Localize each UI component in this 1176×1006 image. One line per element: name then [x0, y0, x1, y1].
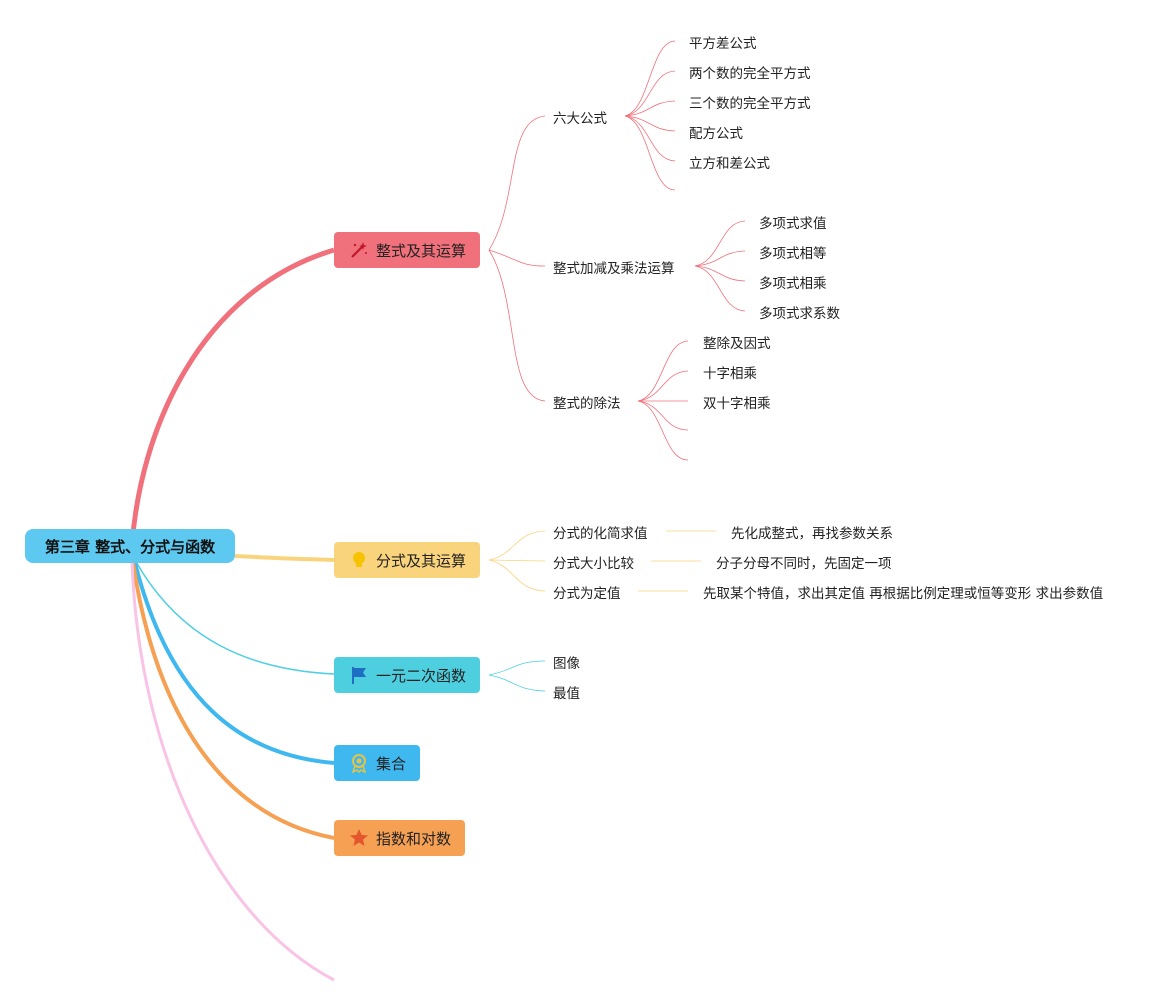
- leaf-topic[interactable]: 多项式求值: [759, 216, 827, 232]
- connector-c3-leaf: [637, 370, 689, 402]
- connector-c2-leaf: [694, 220, 746, 267]
- subtopic-extreme-value[interactable]: 最值: [553, 686, 580, 702]
- connector-b1-c1: [488, 115, 546, 251]
- branch-topic-exponents-logs[interactable]: 指数和对数: [334, 820, 466, 856]
- connector-c1-leaf: [624, 100, 676, 117]
- connector-b2-c1: [488, 530, 546, 561]
- connector-c2-leaf: [694, 265, 746, 312]
- note-text[interactable]: 先化成整式，再找参数关系: [731, 526, 893, 542]
- medal-icon: [348, 752, 370, 774]
- leaf-topic[interactable]: 两个数的完全平方式: [689, 66, 811, 82]
- branch-label: 集合: [376, 754, 407, 773]
- connector-c1-leaf: [624, 40, 676, 117]
- connector-b2-c3: [488, 559, 546, 592]
- leaf-topic[interactable]: 多项式相乘: [759, 276, 827, 292]
- branch-topic-fractions[interactable]: 分式及其运算: [334, 542, 481, 578]
- connector-b1-c2: [488, 249, 546, 267]
- connector-c3-leaf: [637, 400, 689, 461]
- connector-root-branch1: [129, 247, 335, 547]
- subtopic-graph[interactable]: 图像: [553, 656, 580, 672]
- leaf-topic[interactable]: 多项式相等: [759, 246, 827, 262]
- note-text[interactable]: 分子分母不同时，先固定一项: [716, 556, 892, 572]
- connector-root-branch6: [130, 562, 335, 982]
- branch-topic-quadratic-function[interactable]: 一元二次函数: [334, 657, 481, 693]
- branch-label: 整式及其运算: [376, 241, 467, 260]
- subtopic-constant-value[interactable]: 分式为定值: [553, 586, 621, 602]
- subtopic-simplify-evaluate[interactable]: 分式的化简求值: [553, 526, 648, 542]
- connector-c1-leaf: [624, 115, 676, 132]
- connector-b3-c1: [488, 660, 546, 676]
- connector-b1-c3: [488, 249, 546, 402]
- leaf-topic[interactable]: 三个数的完全平方式: [689, 96, 811, 112]
- connector-c1-leaf: [624, 115, 676, 162]
- leaf-topic[interactable]: 配方公式: [689, 126, 743, 142]
- connector-root-branch3: [134, 559, 335, 675]
- subtopic-add-multiply[interactable]: 整式加减及乘法运算: [553, 261, 675, 277]
- magic-wand-icon: [348, 239, 370, 261]
- connector-c2-leaf: [694, 265, 746, 282]
- connector-root-branch2: [234, 554, 335, 562]
- connector-b2-c2: [488, 559, 546, 562]
- star-icon: [348, 827, 370, 849]
- leaf-topic[interactable]: 立方和差公式: [689, 156, 770, 172]
- leaf-topic[interactable]: 整除及因式: [703, 336, 771, 352]
- branch-label: 指数和对数: [376, 829, 452, 848]
- subtopic-compare-size[interactable]: 分式大小比较: [553, 556, 634, 572]
- leaf-topic[interactable]: 多项式求系数: [759, 306, 840, 322]
- root-topic[interactable]: 第三章 整式、分式与函数: [25, 529, 235, 563]
- root-topic-label: 第三章 整式、分式与函数: [44, 537, 216, 556]
- connector-c1-leaf: [624, 70, 676, 117]
- leaf-topic[interactable]: 平方差公式: [689, 36, 757, 52]
- connector-b3-c2: [488, 674, 546, 692]
- flag-icon: [348, 664, 370, 686]
- branch-label: 分式及其运算: [376, 551, 467, 570]
- branch-topic-sets[interactable]: 集合: [334, 745, 421, 781]
- branch-topic-integer-expressions[interactable]: 整式及其运算: [334, 232, 481, 268]
- connector-c2-leaf: [694, 250, 746, 267]
- subtopic-six-formulas[interactable]: 六大公式: [553, 111, 607, 127]
- connector-root-branch4: [133, 562, 335, 765]
- leaf-topic[interactable]: 双十字相乘: [703, 396, 771, 412]
- branch-label: 一元二次函数: [376, 666, 467, 685]
- connector-c1-leaf: [624, 115, 676, 191]
- leaf-topic[interactable]: 十字相乘: [703, 366, 757, 382]
- note-text[interactable]: 先取某个特值，求出其定值 再根据比例定理或恒等变形 求出参数值: [703, 586, 1104, 602]
- lightbulb-icon: [348, 549, 370, 571]
- connector-c3-leaf: [637, 340, 689, 402]
- connector-c3-leaf: [637, 400, 689, 431]
- subtopic-division[interactable]: 整式的除法: [553, 396, 621, 412]
- connector-root-branch5: [131, 562, 335, 840]
